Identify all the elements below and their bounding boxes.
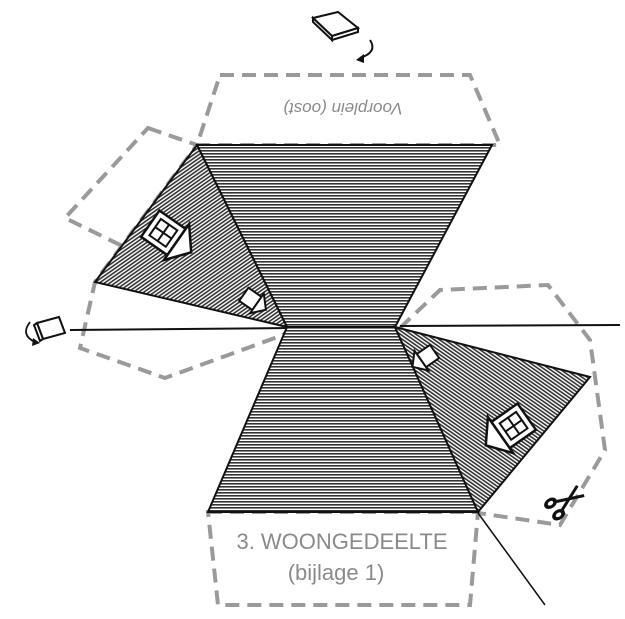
fold-icon bbox=[32, 315, 67, 343]
house-icon bbox=[484, 401, 538, 456]
fold-line-left bbox=[69, 327, 291, 331]
house-icon bbox=[411, 343, 441, 372]
scissors-icon bbox=[544, 484, 585, 521]
rotate-arrow-icon bbox=[356, 39, 374, 63]
outline-bottom bbox=[205, 510, 481, 607]
house-icon bbox=[237, 286, 268, 315]
top-area-label: Voorplein (oost) bbox=[283, 99, 402, 118]
roof-right-triangle bbox=[393, 325, 592, 514]
rotate-arrow-icon bbox=[25, 321, 40, 346]
section-title: 3. WOONGEDEELTE bbox=[236, 529, 447, 554]
fold-icon bbox=[310, 10, 361, 43]
house-icon bbox=[139, 208, 193, 263]
section-subtitle: (bijlage 1) bbox=[288, 560, 385, 585]
outline-top bbox=[194, 73, 504, 147]
cut-line-diagonal bbox=[477, 512, 546, 606]
fold-line-right bbox=[399, 324, 621, 327]
